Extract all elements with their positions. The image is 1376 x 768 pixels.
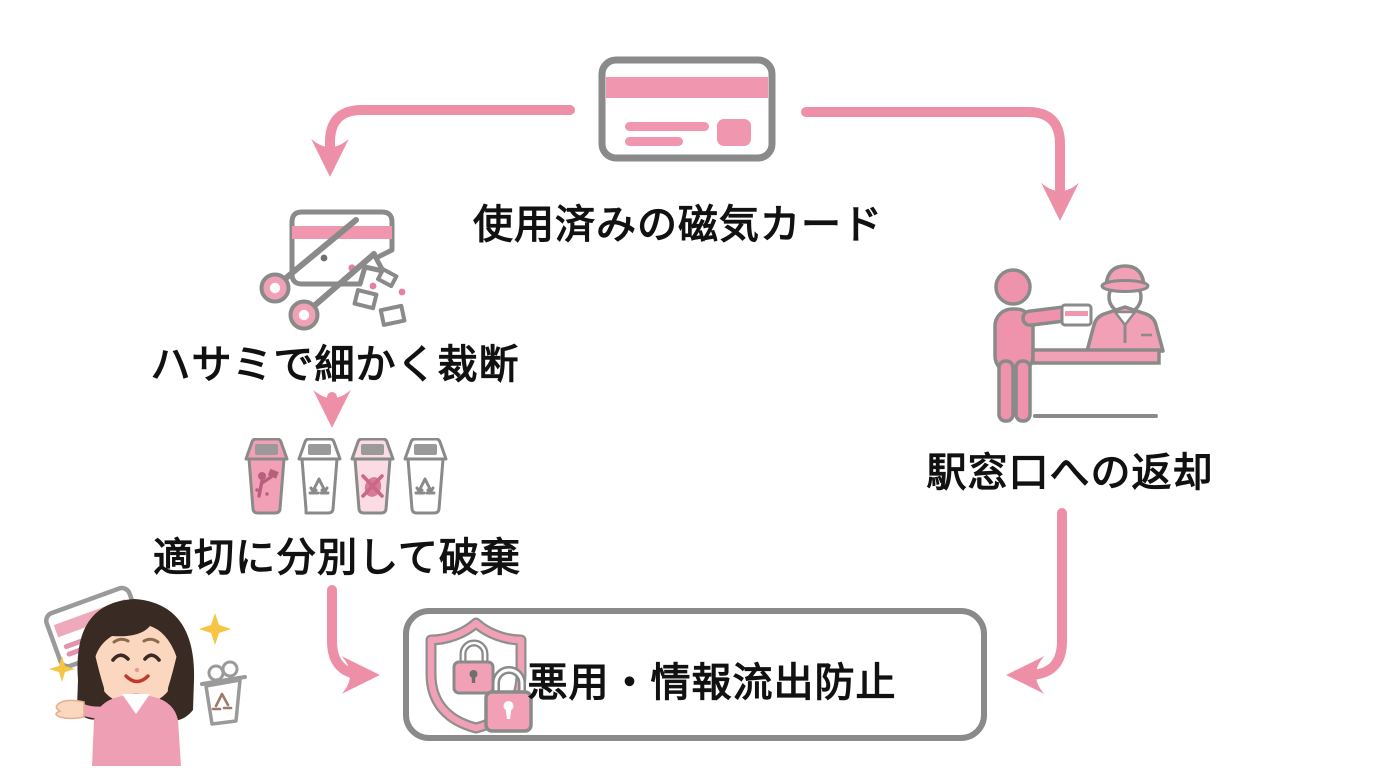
hand	[55, 699, 85, 720]
trash-bin-no-burn	[350, 438, 395, 515]
sorted-trash-bins-icon	[244, 438, 448, 515]
hair-lock-right	[167, 650, 182, 714]
scissors-cut-card-icon	[259, 209, 407, 331]
woman-illustration	[43, 585, 247, 766]
arrow-return-to-result	[1006, 508, 1067, 694]
trash-bin-general	[244, 438, 289, 515]
used-card-label: 使用済みの磁気カード	[473, 203, 883, 247]
arrow-card-to-cut	[311, 105, 575, 177]
station-attendant	[1085, 264, 1165, 353]
padlock-icon	[452, 639, 495, 695]
collar	[122, 694, 150, 714]
customer-figure	[993, 268, 1093, 423]
station-counter-icon	[993, 264, 1165, 423]
sleeve	[84, 704, 114, 719]
shield-lock-icon	[425, 617, 533, 734]
magnetic-card-icon	[598, 56, 776, 162]
sparkle-icon	[199, 613, 231, 645]
arrow-dispose-to-result	[327, 585, 380, 694]
sweater	[92, 693, 181, 766]
hair-lock-left	[90, 650, 105, 712]
return-step-label: 駅窓口への返却	[926, 451, 1214, 495]
returned-card-icon	[1060, 303, 1093, 327]
small-recycle-bin-icon	[200, 660, 247, 726]
sparkle-icon-2	[49, 656, 75, 682]
cut-step-label: ハサミで細かく裁断	[150, 343, 520, 387]
trash-bin-recycle	[297, 438, 342, 515]
trash-bin-recycle-2	[403, 438, 448, 515]
bangs	[94, 607, 178, 658]
dispose-step-label: 適切に分別して破棄	[153, 536, 521, 580]
result-label: 悪用・情報流出防止	[527, 661, 897, 705]
counter-desk	[1031, 348, 1161, 365]
padlock-icon-2	[484, 666, 533, 733]
